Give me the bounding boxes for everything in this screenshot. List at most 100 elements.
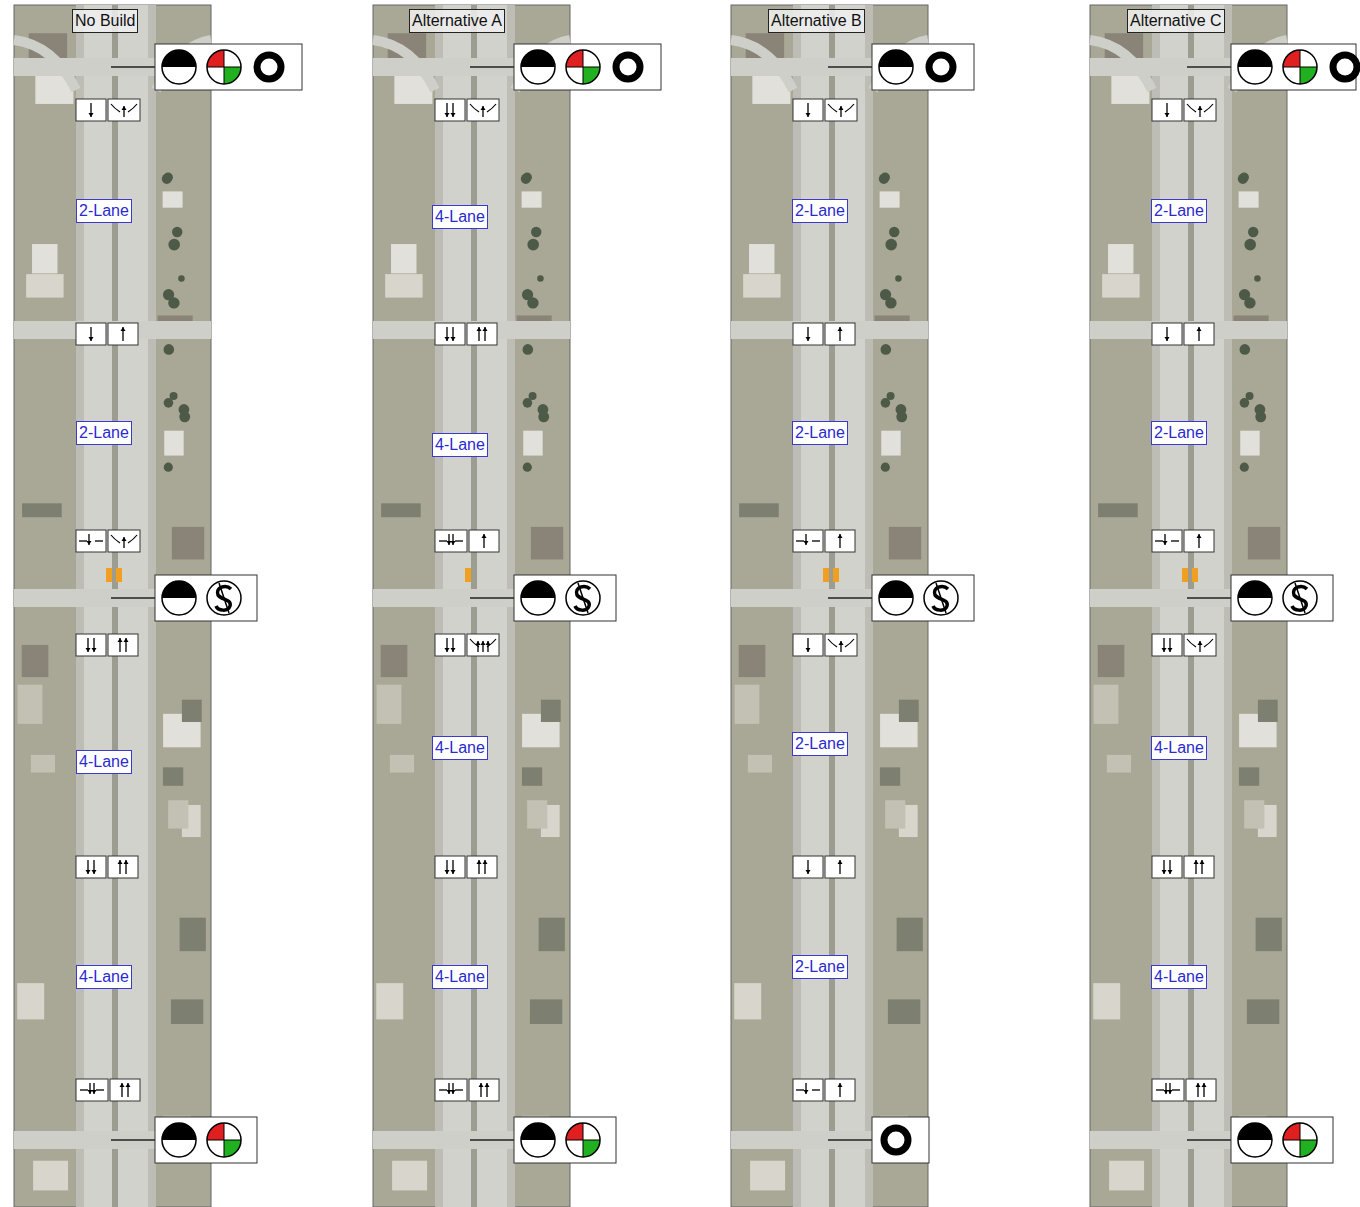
lane-label: 4-Lane: [432, 433, 488, 457]
arrow-head: [1197, 327, 1202, 331]
arrow-head: [121, 327, 126, 331]
callout-box: [514, 44, 661, 90]
building: [164, 431, 183, 456]
lane-configuration: [76, 99, 140, 121]
tree: [527, 239, 539, 251]
half-circle-icon: [162, 1123, 196, 1140]
turn-arrow: [812, 540, 820, 541]
lane-configuration: [1152, 1079, 1216, 1101]
title-text: Alternative B: [771, 13, 862, 29]
lane-label: 4-Lane: [76, 965, 132, 989]
signal-icon: [1300, 1123, 1301, 1157]
arrow-head: [806, 113, 811, 117]
signal-icon: [583, 50, 584, 84]
arrow-head: [481, 106, 486, 110]
pedestrian-crossing: [1182, 568, 1188, 582]
stop-icon: [936, 583, 946, 613]
building: [539, 918, 565, 951]
roundabout-icon: [1333, 55, 1357, 79]
tree: [895, 275, 901, 281]
arrow-head: [1196, 1083, 1201, 1087]
tree: [880, 289, 891, 300]
arrow-head: [1198, 106, 1203, 110]
callout-box: [514, 1117, 616, 1163]
pedestrian-crossing: [116, 568, 122, 582]
arrow-head: [1168, 648, 1173, 652]
roundabout-icon: [616, 55, 640, 79]
intersection-callout: [828, 44, 974, 90]
tree: [885, 239, 897, 251]
half-circle-icon: [162, 1123, 196, 1157]
arrow-head: [92, 648, 97, 652]
building: [541, 700, 561, 722]
lane-count-text: 2-Lane: [795, 959, 845, 975]
arrow-head: [124, 860, 129, 864]
turn-arrow: [470, 104, 479, 112]
lane-label: 2-Lane: [1151, 199, 1207, 223]
half-circle-icon: [1238, 581, 1272, 615]
building: [881, 431, 900, 456]
lane-configuration: [793, 1079, 855, 1101]
arrow-head: [838, 327, 843, 331]
lane-label: 4-Lane: [432, 736, 488, 760]
half-circle-icon: [162, 581, 196, 598]
lane-box: [1184, 323, 1214, 345]
alternative-title: No Build: [72, 9, 138, 33]
lane-box: [793, 1079, 823, 1101]
arrow-head: [86, 648, 91, 652]
lane-box: [108, 530, 140, 552]
tree: [881, 344, 892, 355]
intersection-callout: [111, 575, 257, 621]
half-circle-icon: [162, 50, 196, 84]
building: [381, 645, 408, 677]
arrow-head: [92, 1090, 97, 1094]
lane-configuration: [76, 530, 140, 552]
arrow-head: [482, 534, 487, 538]
stop-icon: [566, 581, 600, 615]
building: [391, 244, 416, 273]
lane-box: [108, 634, 138, 656]
arrow-head: [1168, 870, 1173, 874]
lane-box: [1152, 530, 1182, 552]
tree: [1254, 275, 1260, 281]
tree: [881, 463, 890, 472]
half-circle-icon: [1238, 581, 1272, 598]
lane-label: 2-Lane: [792, 421, 848, 445]
tree: [1240, 398, 1250, 408]
lane-box: [793, 530, 823, 552]
ramp: [373, 40, 435, 90]
building: [527, 800, 547, 828]
lane-configuration: [793, 99, 857, 121]
signal-icon: [1283, 50, 1317, 84]
building: [376, 983, 403, 1019]
building: [523, 431, 542, 456]
lane-box: [467, 323, 497, 345]
half-circle-icon: [1238, 1123, 1272, 1140]
lane-box: [467, 99, 499, 121]
arrow-head: [445, 337, 450, 341]
turn-arrow: [455, 540, 463, 541]
arrow-head: [445, 113, 450, 117]
arrow-head: [1162, 648, 1167, 652]
alternative-title: Alternative B: [768, 9, 865, 33]
lane-label: 2-Lane: [792, 199, 848, 223]
stop-icon: [924, 581, 958, 615]
lane-configuration: [435, 530, 499, 552]
lane-configuration: [793, 323, 855, 345]
lane-box: [825, 856, 855, 878]
lane-box: [467, 856, 497, 878]
callout-box: [155, 575, 257, 621]
half-circle-icon: [1238, 1123, 1272, 1157]
callout-box: [1231, 44, 1356, 90]
lane-box: [825, 1079, 855, 1101]
building: [1102, 274, 1139, 297]
arrow-head: [806, 337, 811, 341]
arrow-head: [477, 327, 482, 331]
arrow-head: [451, 870, 456, 874]
tree: [172, 227, 182, 237]
title-text: Alternative C: [1130, 13, 1222, 29]
building: [734, 983, 761, 1019]
turn-arrow: [1204, 639, 1213, 647]
